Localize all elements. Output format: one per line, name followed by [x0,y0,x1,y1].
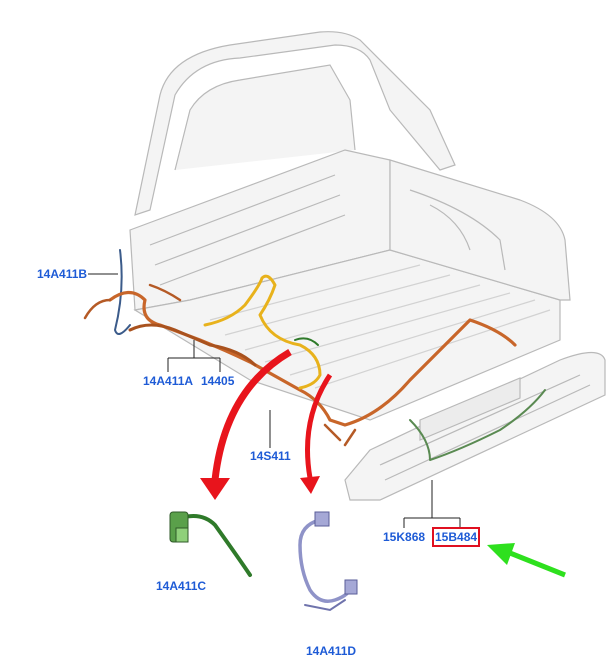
callout-15k868[interactable]: 15K868 [383,530,426,544]
callout-15b484-highlighted[interactable]: 15B484 [431,527,481,547]
truck-bed-illustration [129,31,606,501]
harness-detail-14a411c [169,511,252,577]
callout-14a411b[interactable]: 14A411B [37,267,88,281]
callout-14s411[interactable]: 14S411 [250,449,291,463]
bed-harness-assembly [83,249,546,461]
callout-leader-lines [88,273,461,528]
harness-detail-14a411d [298,511,358,612]
callout-14405[interactable]: 14405 [201,374,235,388]
view-arrows [200,348,333,500]
callout-14a411d[interactable]: 14A411D [306,644,357,658]
pointer-arrow [487,543,566,578]
callout-14a411c[interactable]: 14A411C [156,579,207,593]
callout-14a411a[interactable]: 14A411A [143,374,194,388]
